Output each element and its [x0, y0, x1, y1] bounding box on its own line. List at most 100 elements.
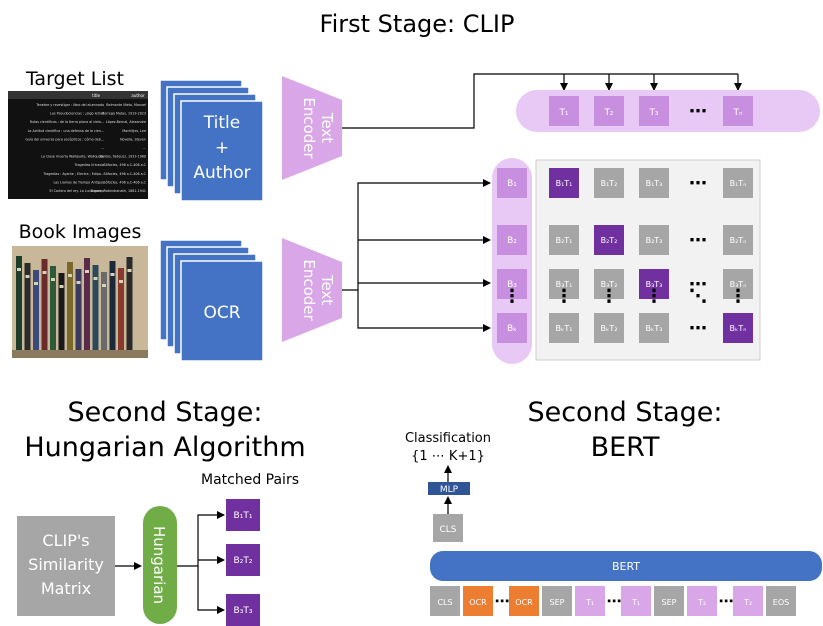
book-spine-label — [25, 275, 30, 278]
matrix-ellipsis: ⋮ — [600, 286, 618, 307]
classification-label: Classification — [405, 431, 491, 446]
sequence-token — [463, 586, 493, 616]
book-spine — [92, 265, 99, 350]
matrix-box-line3: Matrix — [41, 579, 91, 598]
text-token-ellipsis: ⋯ — [689, 101, 707, 122]
sequence-token-label: SEP — [662, 598, 677, 607]
table-header-title: title — [92, 93, 100, 98]
book-spine-label — [34, 282, 38, 285]
ocr-card-stack: OCR — [159, 239, 264, 362]
matrix-cell — [549, 269, 579, 299]
text-encoder-top: Text Encoder — [282, 76, 342, 180]
matrix-ellipsis: ⋯ — [689, 173, 707, 194]
stage1-title: First Stage: CLIP — [320, 10, 515, 38]
book-images-label: Book Images — [19, 221, 142, 243]
sequence-ellipsis: ⋯ — [719, 592, 734, 610]
table-row-author: Sófocles, 496 a.C-406 a.C — [104, 172, 147, 176]
table-row-title: Las Pseudociencias : ¿sigo letra? — [50, 112, 104, 116]
table-row-author: López-Bernal, Alexandre — [106, 120, 146, 124]
matched-pairs-label: Matched Pairs — [201, 472, 299, 488]
bert-block: BERT — [430, 551, 822, 581]
matrix-box-line1: CLIP's — [42, 531, 89, 550]
sequence-token-label: CLS — [437, 598, 452, 607]
title-card-line: Title — [203, 113, 240, 133]
matrix-ellipsis: ⋯ — [689, 274, 707, 295]
matrix-cell — [723, 313, 753, 343]
matrix-cell-label: B₁T₂ — [601, 179, 618, 188]
book-spine — [58, 273, 65, 350]
table-row-title: El Cartero del rey. La Luna nueva — [50, 189, 104, 193]
matrix-cell-label: B₂Tₙ — [730, 236, 747, 245]
hungarian-stage-title-line1: Second Stage: — [67, 397, 262, 428]
matrix-cell — [549, 225, 579, 255]
matrix-cell-label: B₃T₂ — [601, 280, 618, 289]
book-token-ellipsis: ⋮ — [503, 286, 521, 307]
encoder-line-text: Text — [318, 274, 336, 305]
hungarian-stage-title-line2: Hungarian Algorithm — [24, 432, 305, 463]
book-spine — [24, 263, 31, 350]
matrix-cell-label: B₁T₃ — [646, 179, 663, 188]
table-row-author: Machitjes, Lee — [122, 129, 146, 133]
table-row-author: Santos, Tadeusz, 1933-1980 — [99, 155, 146, 159]
matched-pair-label: B₂T₂ — [234, 556, 253, 566]
book-spine-label — [68, 274, 72, 277]
matrix-cell-label: BₖTₙ — [730, 324, 747, 333]
sequence-token — [766, 586, 796, 616]
clip-similarity-matrix-box: CLIP's Similarity Matrix — [17, 516, 115, 616]
encoder-line-text: Text — [318, 112, 336, 143]
mlp-block: MLP — [428, 482, 470, 495]
book-spine-label — [59, 285, 64, 288]
text-token-label: T₁ — [558, 108, 568, 118]
book-spine — [67, 262, 73, 350]
table-row-title: Tenebre y revestigar : libro del alumnad… — [35, 103, 104, 107]
text-token — [723, 96, 753, 126]
hungarian-arrows — [177, 511, 225, 614]
matrix-cell-label: B₃T₁ — [556, 280, 573, 289]
matrix-ellipsis: ⋯ — [689, 318, 707, 339]
ocr-card-label: OCR — [203, 303, 240, 323]
book-spine — [33, 270, 39, 350]
matrix-cell — [594, 168, 624, 198]
matrix-ellipsis: ⋮ — [555, 286, 573, 307]
encoder-line-encoder: Encoder — [300, 259, 318, 321]
sequence-token-label: T₂ — [743, 598, 752, 607]
book-spine-label — [102, 284, 106, 287]
text-token-label: T₂ — [603, 108, 613, 118]
matrix-cell-label: B₂T₂ — [601, 236, 618, 245]
matrix-cell — [639, 225, 669, 255]
matrix-ellipsis: ⋮ — [729, 286, 747, 307]
sequence-token — [733, 586, 763, 616]
text-token-label: T₃ — [648, 108, 658, 118]
matrix-cell — [594, 225, 624, 255]
table-header-row — [8, 91, 148, 99]
matched-pair — [226, 594, 260, 626]
table-row-author: Tagore, Rabindranath, 1861-1941 — [90, 189, 146, 193]
table-header-author: author — [131, 93, 145, 98]
book-spine — [16, 256, 22, 350]
text-token — [594, 96, 624, 126]
book-spine-label — [93, 277, 98, 280]
sequence-token — [509, 586, 539, 616]
matrix-cell-label: BₖT₃ — [646, 324, 663, 333]
matched-pair — [226, 499, 260, 531]
cls-output-token: CLS — [433, 514, 463, 542]
book-spine — [84, 258, 90, 350]
mlp-label: MLP — [440, 485, 459, 495]
sequence-token — [687, 586, 717, 616]
matrix-cell-label: B₁Tₙ — [730, 179, 747, 188]
bookshelf-photo — [12, 246, 148, 358]
hungarian-block: Hungarian — [143, 506, 177, 624]
book-spine — [101, 272, 107, 350]
table-row-title: Guía del universo para escépticos : cómo… — [25, 137, 104, 141]
book-token — [497, 225, 527, 255]
classification-range: {1 ⋯ K+1} — [411, 449, 485, 464]
table-row-title: La Actitud científica : una defensa de l… — [28, 129, 104, 133]
book-spine — [109, 261, 116, 350]
matrix-cell-label: BₖT₂ — [601, 324, 618, 333]
matrix-cell — [549, 168, 579, 198]
book-spine-label — [76, 281, 81, 284]
book-spine — [118, 268, 124, 350]
